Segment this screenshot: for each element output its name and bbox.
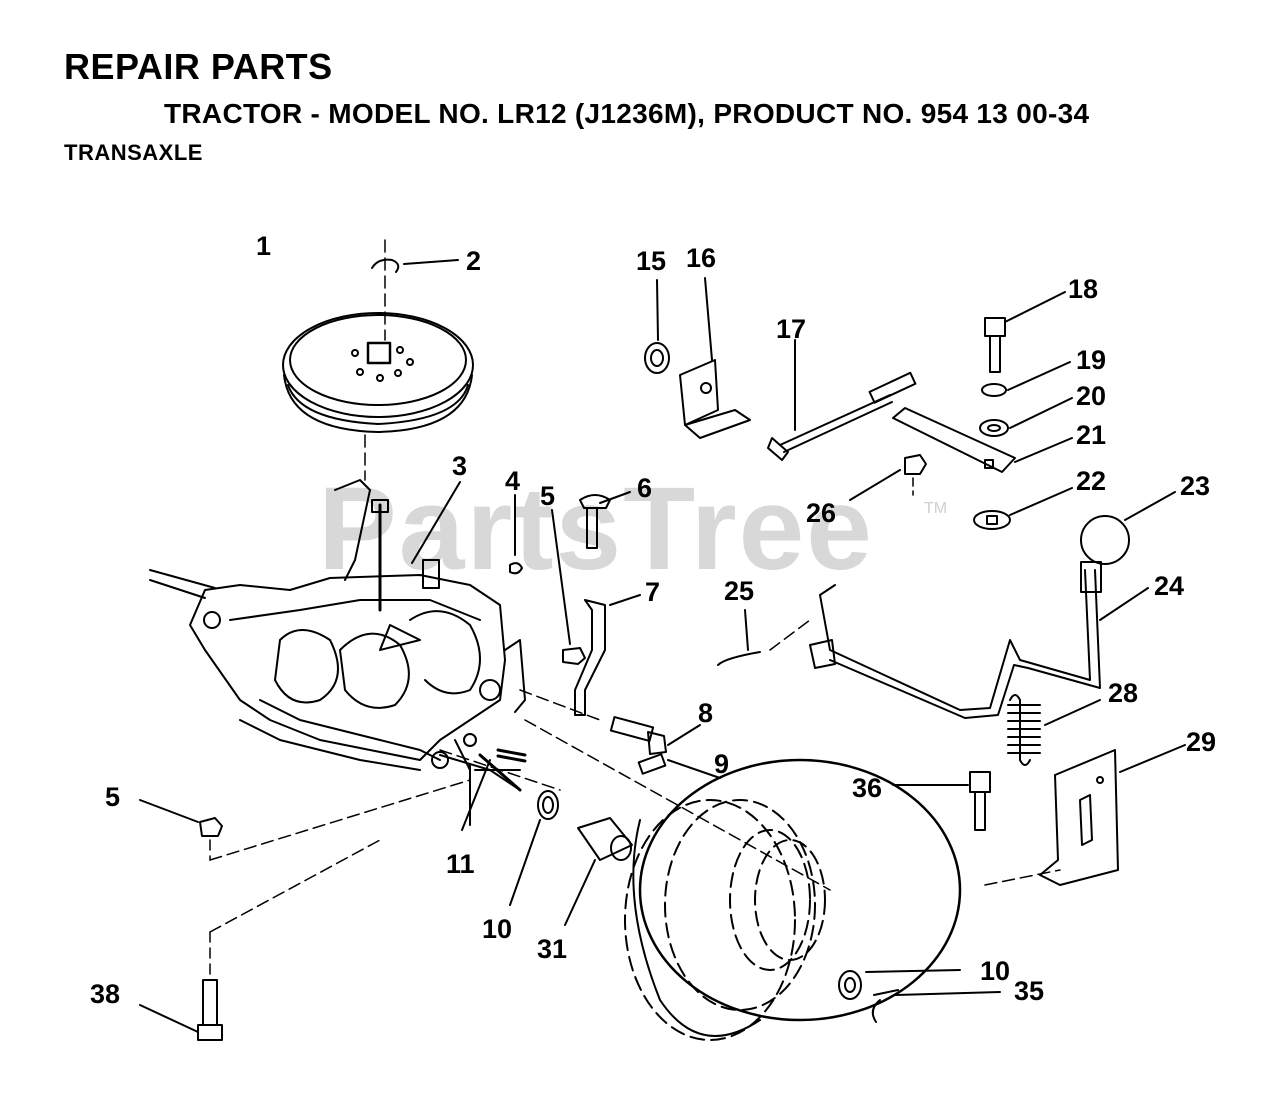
- callout-25: 25: [724, 576, 754, 606]
- callout-10-lower: 10: [980, 956, 1010, 986]
- callout-22: 22: [1076, 466, 1106, 496]
- callout-11: 11: [446, 849, 475, 879]
- callout-7: 7: [645, 577, 660, 607]
- callout-38: 38: [90, 979, 120, 1009]
- flat-washer-part-20: [979, 397, 1073, 437]
- callout-10-upper: 10: [482, 914, 512, 944]
- callout-15: 15: [636, 246, 666, 276]
- callout-3: 3: [452, 451, 467, 481]
- clip-part-35: [871, 989, 1001, 1023]
- axle-key-part-11: [461, 748, 527, 831]
- callout-2: 2: [466, 246, 481, 276]
- callout-26: 26: [806, 498, 836, 528]
- pulley-part-1: [282, 239, 474, 481]
- washer-part-10-lower: [838, 969, 961, 1000]
- section-title: TRANSAXLE: [64, 140, 203, 165]
- rear-tire: [624, 758, 962, 1041]
- shift-lever-part-24: [809, 561, 1149, 719]
- washer-part-15: [644, 279, 670, 374]
- bracket-part-7: [574, 594, 641, 716]
- bolt-part-8: [609, 716, 701, 755]
- callout-35: 35: [1014, 976, 1044, 1006]
- key-part-4: [509, 494, 523, 575]
- bracket-part-29: [984, 744, 1186, 886]
- callout-24: 24: [1154, 571, 1184, 601]
- bolt-part-18: [984, 291, 1066, 373]
- retaining-clip-part-2: [371, 258, 459, 273]
- callout-labels: 1 2 3 4 5 5 6 7 8 9 10 10 11 15 16 17 18…: [90, 231, 1216, 1009]
- link-plate-part-21: [892, 407, 1073, 473]
- callout-9: 9: [714, 749, 729, 779]
- model-subtitle: TRACTOR - MODEL NO. LR12 (J1236M), PRODU…: [164, 98, 1090, 129]
- callout-28: 28: [1108, 678, 1138, 708]
- callout-36: 36: [852, 773, 882, 803]
- callout-5-lower: 5: [105, 782, 120, 812]
- spacer-part-31: [564, 817, 633, 926]
- bolt-part-38: [139, 839, 381, 1041]
- callout-17: 17: [776, 314, 806, 344]
- callout-31: 31: [537, 934, 567, 964]
- callout-1: 1: [256, 231, 271, 261]
- callout-16: 16: [686, 243, 716, 273]
- square-washer-part-22: [973, 487, 1073, 530]
- lock-washer-part-19: [981, 361, 1071, 397]
- callout-23: 23: [1180, 471, 1210, 501]
- carriage-bolt-part-6: [579, 491, 631, 549]
- callout-21: 21: [1076, 420, 1106, 450]
- watermark-tm: TM: [924, 500, 948, 517]
- control-rod-part-17: [767, 339, 917, 461]
- cotter-pin-part-25: [717, 609, 811, 666]
- nut-part-5-lower: [139, 779, 471, 861]
- callout-19: 19: [1076, 345, 1106, 375]
- callout-20: 20: [1076, 381, 1106, 411]
- callout-8: 8: [698, 698, 713, 728]
- page-title: REPAIR PARTS: [64, 46, 333, 87]
- nut-part-5-upper: [551, 509, 586, 665]
- watermark: PartsTree: [318, 463, 874, 595]
- callout-5-upper: 5: [540, 481, 555, 511]
- transaxle-housing-part-3: [149, 479, 831, 891]
- callout-6: 6: [637, 473, 652, 503]
- spring-part-28: [1007, 694, 1101, 766]
- bolt-part-36: [892, 771, 991, 831]
- knob-part-23: [1080, 491, 1176, 565]
- callout-4: 4: [505, 466, 520, 496]
- nut-part-26: [849, 454, 927, 501]
- callout-29: 29: [1186, 727, 1216, 757]
- spring-pin-part-9: [637, 753, 721, 779]
- mount-bracket-part-16: [679, 277, 751, 439]
- washer-part-10-upper: [509, 790, 559, 906]
- callout-18: 18: [1068, 274, 1098, 304]
